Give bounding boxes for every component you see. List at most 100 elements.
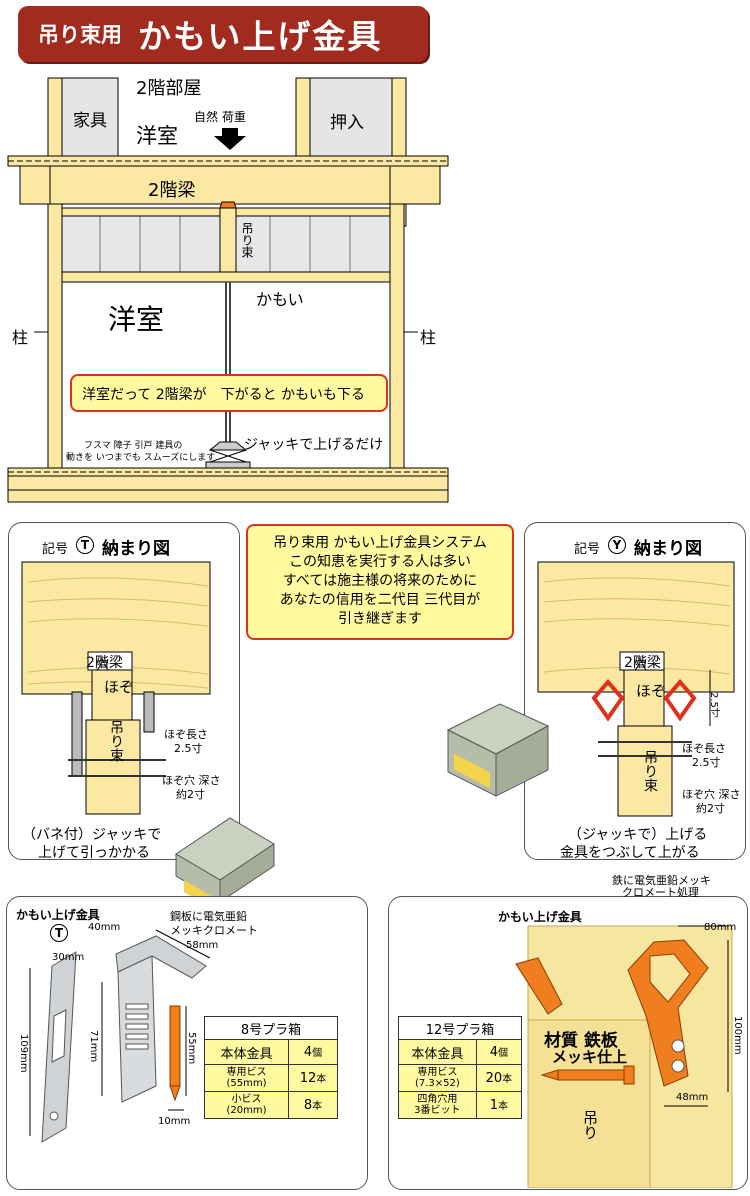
panel-y-tenon-hole-2: 約2寸 [696,802,725,815]
panel-y-drawing [537,561,735,817]
product-t-material-1: 鋼板に電気亜鉛 [170,910,247,923]
hanging-post [219,207,237,279]
panel-y-hole: 穴 [634,658,648,673]
furniture-box [61,77,119,163]
hanging-post-label: 吊り束 [240,222,254,258]
post-y-label: 吊り [581,1110,599,1140]
panel-t-tenon-len-1: ほぞ長さ [164,728,208,741]
western-room-lower-label: 洋室 [108,303,165,336]
western-room-upper-label: 洋室 [136,124,178,148]
pillar-right-label: 柱 [420,328,437,347]
title-big: かもい上げ金具 [138,17,383,56]
slogan-line-3: すべては施主様の将来のために [282,573,478,589]
panel-y-caption-2: 金具をつぶして上がる [560,845,700,861]
jack-note: ジャッキで上げるだけ [244,437,384,453]
panel-t-tenon-hole-2: 約2寸 [176,788,205,801]
contents-y-row-3-name: 四角穴用 [417,1094,458,1105]
panel-y-tenon-len-1: ほぞ長さ [682,742,726,755]
contents-t-row-2-unit: 本 [316,1074,327,1085]
closet-label: 押入 [330,113,364,133]
panel-y-tenon-hole-1: ほぞ穴 深さ [682,788,741,801]
pillar-left-label: 柱 [12,328,29,347]
slogan-box: 吊り束用 かもい上げ金具システム この知恵を実行する人は多い すべては施主様の将… [246,524,514,640]
slogan-line-5: 引き継ぎます [338,611,422,627]
panel-t-drawing [21,561,211,815]
panel-t-tenon-label: ほぞ [104,678,135,696]
contents-t-row-3-qty: 8 [303,1098,313,1113]
dim-48: 48mm [676,1092,709,1103]
dim-10: 10mm [158,1116,191,1127]
dim-58: 58mm [186,940,219,951]
slogan-line-2: この知恵を実行する人は多い [289,554,471,570]
product-box-y-photo [446,703,550,797]
dim-100: 100mm [732,1016,743,1055]
dim-71: 71mm [88,1030,99,1063]
load-arrow [214,128,246,150]
screw-t [169,1005,181,1087]
contents-t-row-1-name: 本体金具 [203,1039,290,1065]
contents-y-row-1-unit: 個 [498,1048,508,1059]
product-t-symbol: T [50,924,68,942]
furniture-label: 家具 [73,111,107,131]
panel-t-beam-label: 2階梁 [86,655,123,671]
contents-y-row-2-qty: 20 [485,1071,503,1086]
notice-box: 洋室だって 2階梁が 下がると かもいも下る [70,374,388,412]
product-box-t-photo [175,817,275,904]
product-y-material-2: クロメート処理 [622,886,699,899]
contents-t-row-2-sub: (55mm) [226,1078,267,1089]
contents-t-row-3-name: 小ビス [231,1094,262,1105]
panel-t-symbol: T [76,536,94,554]
panel-t-post [85,719,141,815]
panel-t-post-label: 吊り束 [108,720,124,762]
notice-text: 洋室だって 2階梁が 下がると かもいも下る [82,387,365,403]
contents-y-row-2-sub: (7.3×52) [414,1078,460,1089]
pillar-right [389,203,405,485]
product-y-drawing [515,925,733,1188]
dim-40: 40mm [88,922,121,933]
contents-t-row-1-qty: 4 [303,1045,313,1060]
panel-y-heading: 納まり図 [634,539,702,559]
contents-t-row-3-unit: 本 [312,1101,323,1112]
dim-109: 109mm [18,1034,29,1073]
contents-y-title: 12号プラ箱 [398,1016,522,1040]
contents-y-row-1-name: 本体金具 [398,1039,477,1065]
panel-t-tenon [91,669,133,723]
panel-t-heading: 納まり図 [102,539,170,559]
contents-y-row-1-qty: 4 [489,1045,498,1060]
panel-y-tenon-label: ほぞ [636,682,667,700]
panel-t-tenon-len-2: 2.5寸 [174,742,203,755]
natural-load-label: 自然 荷重 [194,110,246,124]
product-t-label: かもい上げ金具 [16,908,100,922]
title-small: 吊り束用 [38,23,122,47]
kamoi-beam [61,271,391,283]
contents-y-row-2-name: 専用ビス [417,1067,458,1078]
panel-t-caption-2: 上げて引っかかる [38,845,150,861]
material-label-1: 材質 鉄板 [544,1031,618,1051]
title-banner: 吊り束用 かもい上げ金具 [18,6,428,62]
contents-y-row-2-unit: 本 [502,1074,513,1085]
house-section-diagram [7,77,449,503]
contents-t-row-1-unit: 個 [312,1048,323,1059]
dim-80: 80mm [704,922,737,933]
panel-t-heading-prefix: 記号 [42,542,69,557]
slogan-line-4: あなたの信用を二代目 三代目が [279,592,481,608]
product-y-label: かもい上げ金具 [498,910,582,924]
contents-t-title: 8号プラ箱 [204,1016,338,1040]
panel-y-tenon [623,669,665,729]
panel-y-tenon-len-2: 2.5寸 [692,756,721,769]
beam-2f [19,165,441,205]
product-y-material-1: 鉄に電気亜鉛メッキ [612,874,711,887]
panel-y-post-label: 吊り束 [642,750,658,792]
contents-y-row-3-unit: 本 [498,1101,508,1112]
panel-y-beam-label: 2階梁 [624,655,661,671]
panel-y-heading-prefix: 記号 [574,542,601,557]
fusuma-note-2: 動きを いつまでも スムーズにします [66,453,216,463]
panel-y-symbol: Y [608,536,626,554]
panel-y-caption-1: （ジャッキで）上げる [568,827,708,843]
contents-y-row-3-sub: 3番ビット [414,1105,461,1116]
panel-t-hole: 穴 [96,658,110,673]
dim-30: 30mm [52,952,85,963]
beam-2f-label: 2階梁 [148,180,196,201]
slogan-line-1: 吊り束用 かもい上げ金具システム [273,535,487,551]
